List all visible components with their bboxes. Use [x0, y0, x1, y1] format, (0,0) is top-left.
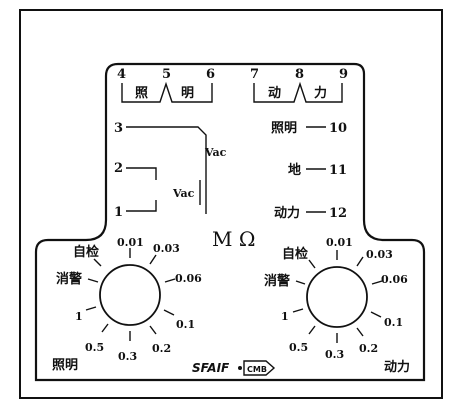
dial-lighting-0-2: 0.2 [152, 342, 171, 355]
terminal-10: 10 [329, 121, 347, 136]
dial-power-0-2: 0.2 [359, 342, 378, 355]
panel-outline [34, 62, 426, 382]
outer-frame [19, 9, 443, 399]
dial-power-1: 1 [281, 310, 289, 323]
right-label-ground: 地 [288, 162, 301, 178]
brand-logo-text: CMB [247, 365, 267, 374]
dial-lighting-0-1: 0.1 [176, 318, 195, 331]
dial-power[interactable]: 自检 0.01 0.03 消警 0.06 1 0.1 0.5 0.3 0.2 动… [264, 236, 410, 375]
dial-power-alarm-reset: 消警 [264, 273, 290, 289]
dial-lighting-0-03: 0.03 [153, 242, 180, 255]
wire-3 [126, 126, 207, 214]
dial-power-self-test: 自检 [282, 246, 308, 262]
unit-label: M Ω [212, 227, 255, 251]
vac-upper-label: Vac [204, 146, 227, 159]
dial-lighting-alarm-reset: 消警 [56, 271, 82, 287]
dial-lighting-knob[interactable] [99, 264, 161, 326]
dial-lighting-0-3: 0.3 [118, 350, 137, 363]
terminal-1: 1 [114, 205, 123, 220]
terminal-7: 7 [250, 67, 259, 82]
wire-2 [126, 167, 157, 180]
dial-lighting-0-01: 0.01 [117, 236, 144, 249]
terminal-9: 9 [339, 67, 348, 82]
dial-lighting-1: 1 [75, 310, 83, 323]
bracket-power [253, 81, 343, 103]
dial-power-knob[interactable] [306, 266, 368, 328]
dial-lighting[interactable]: 自检 0.01 0.03 消警 0.06 1 0.1 0.5 0.3 0.2 照… [52, 236, 202, 373]
group-power-char2: 力 [314, 85, 327, 101]
terminal-12: 12 [329, 206, 347, 221]
dial-power-0-1: 0.1 [384, 316, 403, 329]
terminal-4: 4 [117, 67, 126, 82]
group-lighting-char1: 照 [135, 86, 148, 101]
dial-power-0-01: 0.01 [326, 236, 353, 249]
dial-lighting-ticks [85, 248, 176, 341]
dial-power-0-5: 0.5 [289, 341, 308, 354]
brand-text: SFAIF [192, 361, 230, 375]
dial-lighting-0-06: 0.06 [175, 272, 202, 285]
terminal-5: 5 [162, 67, 171, 82]
terminal-8: 8 [295, 67, 304, 82]
right-label-power: 动力 [274, 205, 300, 221]
wire-1 [126, 200, 157, 212]
brand-logo-arrow [243, 360, 276, 376]
dial-lighting-self-test: 自检 [73, 244, 99, 260]
right-label-lighting: 照明 [271, 121, 297, 136]
terminal-11: 11 [329, 163, 347, 178]
dial-power-0-06: 0.06 [381, 273, 408, 286]
group-power-char1: 动 [268, 86, 281, 101]
bracket-lighting [121, 81, 213, 103]
dial-power-0-03: 0.03 [366, 248, 393, 261]
group-lighting-char2: 明 [181, 86, 194, 101]
dial-lighting-0-5: 0.5 [85, 341, 104, 354]
dial-power-0-3: 0.3 [325, 348, 344, 361]
dial-lighting-name: 照明 [52, 358, 78, 373]
vac-lower-label: Vac [172, 187, 195, 200]
terminal-6: 6 [206, 67, 215, 82]
terminal-3: 3 [114, 121, 123, 136]
dial-power-ticks [292, 250, 383, 343]
brand-dot [238, 366, 242, 370]
terminal-2: 2 [114, 161, 123, 176]
dial-power-name: 动力 [384, 359, 410, 375]
